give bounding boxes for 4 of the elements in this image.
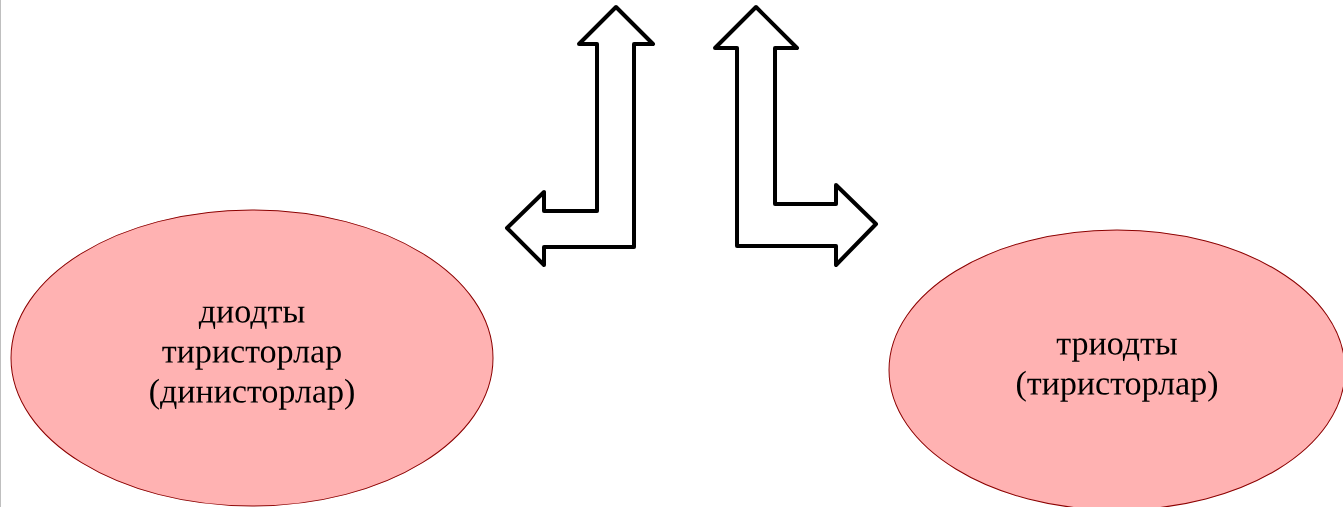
block-arrow (505, 5, 655, 267)
oval-node: триодты (тиристорлар) (888, 229, 1343, 507)
block-arrow (713, 5, 878, 267)
oval-node: диодты тиристорлар (динисторлар) (10, 209, 494, 507)
